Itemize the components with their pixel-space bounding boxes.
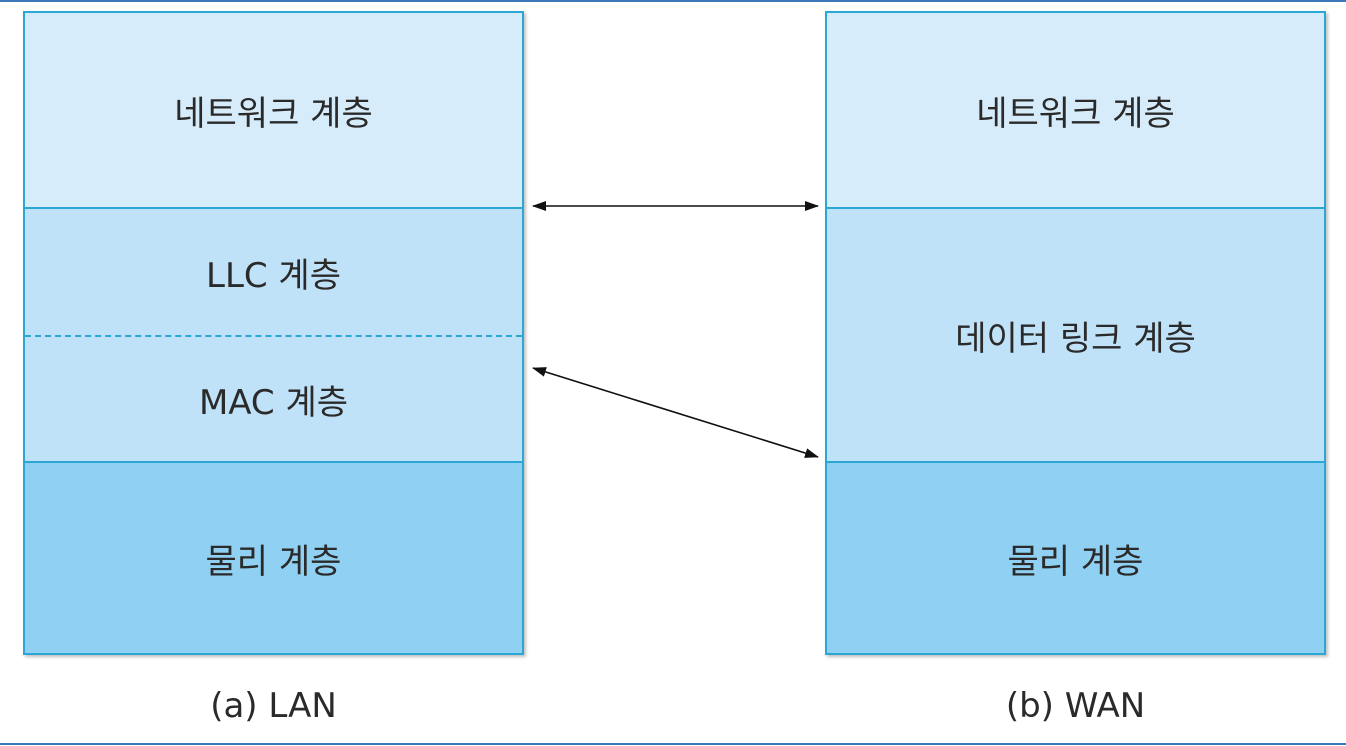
- lan-llc-sublayer: LLC 계층: [25, 209, 522, 335]
- top-frame-line: [0, 0, 1346, 2]
- lan-network-layer: 네트워크 계층: [25, 13, 522, 207]
- lan-physical-layer: 물리 계층: [25, 461, 522, 653]
- lan-mac-sublayer: MAC 계층: [25, 335, 522, 463]
- lan-network-layer-label: 네트워크 계층: [174, 93, 373, 134]
- bottom-frame-line: [0, 743, 1346, 745]
- wan-protocol-stack: 네트워크 계층 데이터 링크 계층 물리 계층: [825, 11, 1326, 655]
- wan-caption: (b) WAN: [1005, 686, 1146, 726]
- wan-network-layer: 네트워크 계층: [827, 13, 1324, 207]
- lan-caption: (a) LAN: [210, 686, 337, 726]
- lan-mac-sublayer-label: MAC 계층: [198, 382, 349, 423]
- lan-physical-layer-label: 물리 계층: [205, 541, 342, 582]
- wan-physical-layer-label: 물리 계층: [1007, 541, 1144, 582]
- wan-network-layer-label: 네트워크 계층: [976, 93, 1175, 134]
- wan-data-link-layer-label: 데이터 링크 계층: [955, 318, 1196, 359]
- wan-data-link-layer: 데이터 링크 계층: [827, 207, 1324, 461]
- lan-data-link-layer: LLC 계층 MAC 계층: [25, 207, 522, 461]
- lan-llc-sublayer-label: LLC 계층: [206, 255, 341, 296]
- sublayer-dashed-divider: [25, 335, 522, 337]
- mac-to-physical-boundary-arrow: [532, 367, 819, 458]
- lan-protocol-stack: 네트워크 계층 LLC 계층 MAC 계층 물리 계층: [23, 11, 524, 655]
- wan-physical-layer: 물리 계층: [827, 461, 1324, 653]
